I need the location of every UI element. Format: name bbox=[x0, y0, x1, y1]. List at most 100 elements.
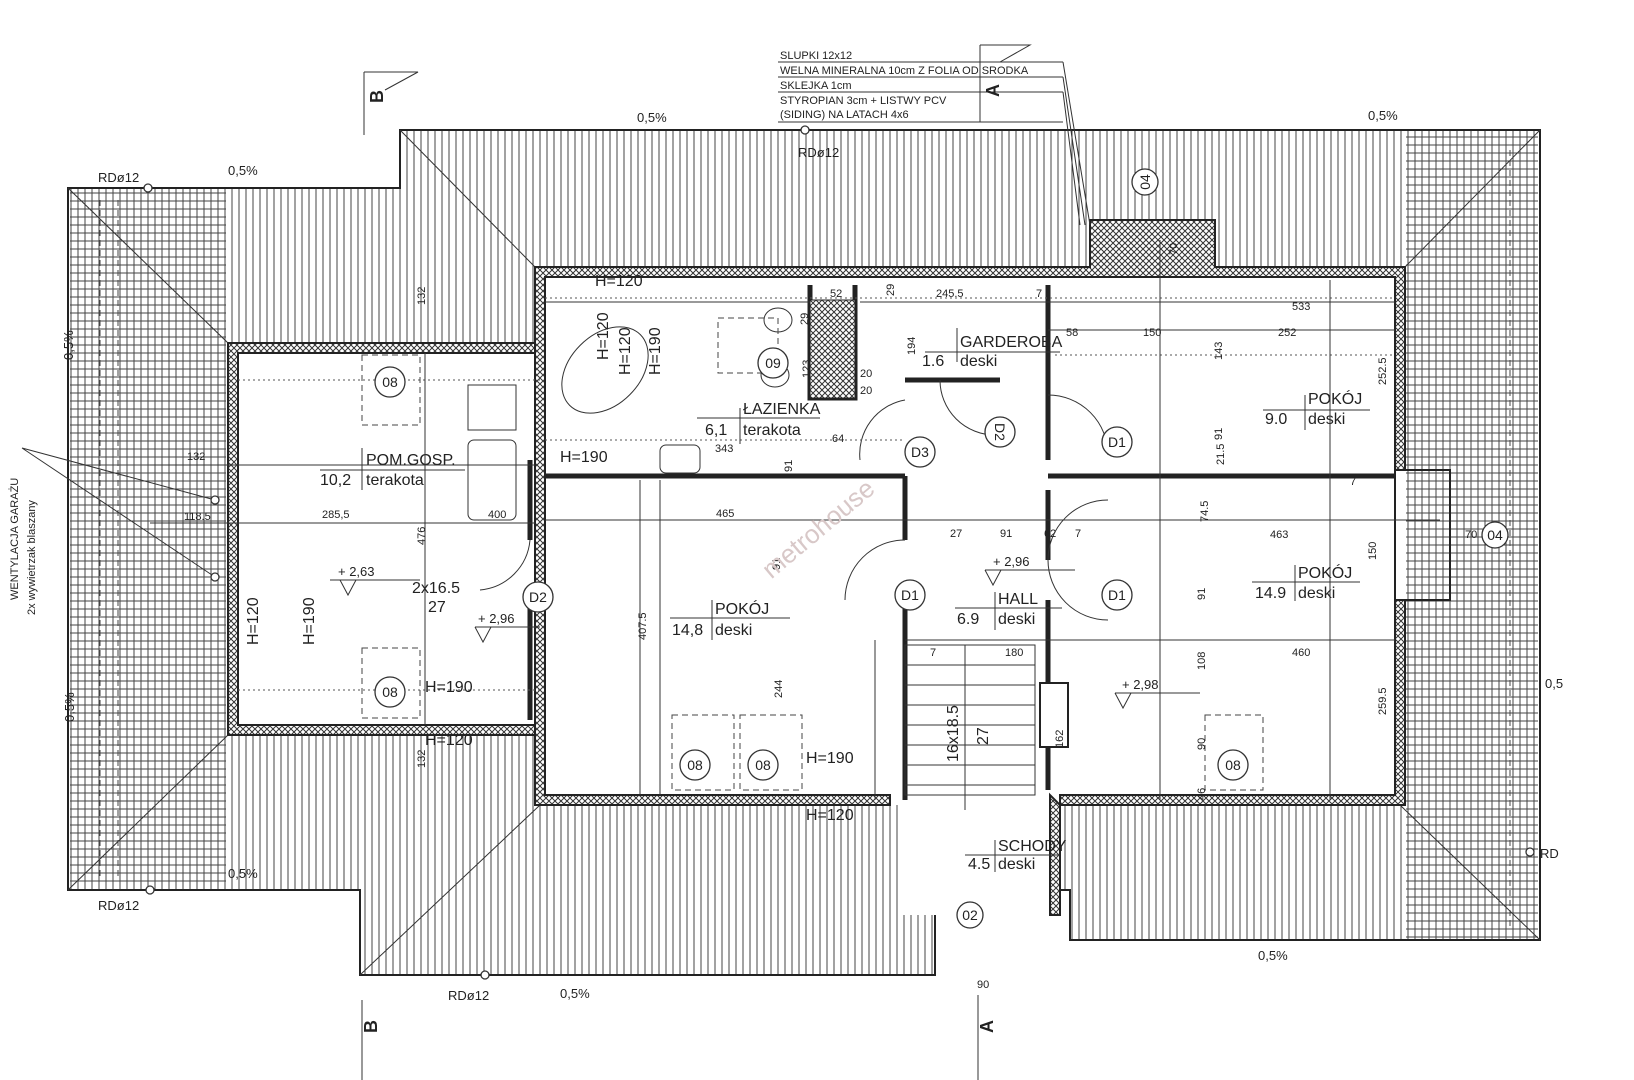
dimension-label: 46 bbox=[1196, 788, 1208, 800]
dimension-label: 463 bbox=[1270, 529, 1288, 541]
slope-label: 0,5% bbox=[228, 163, 258, 178]
dimension-label: 407.5 bbox=[637, 612, 649, 640]
drain-label: RDø12 bbox=[798, 145, 839, 160]
section-a-top: A bbox=[983, 84, 1003, 97]
stair-steps: 2x16.5 bbox=[412, 580, 460, 597]
bathroom-fixtures bbox=[467, 307, 793, 521]
slope-label: 0,5% bbox=[61, 330, 76, 360]
dimension-label: 465 bbox=[716, 508, 734, 520]
legend-line: SLUPKI 12x12 bbox=[780, 50, 852, 62]
dimension-label: 7 bbox=[1075, 528, 1081, 540]
room-name: ŁAZIENKA bbox=[743, 401, 821, 418]
level-label: + 2,63 bbox=[338, 564, 375, 579]
stair-tread: 27 bbox=[975, 727, 992, 745]
skylight-marker-08: 08 bbox=[1225, 757, 1241, 773]
section-a-bottom: A bbox=[977, 1020, 997, 1033]
room-floor: deski bbox=[1298, 585, 1335, 602]
marker-04: 04 bbox=[1137, 174, 1153, 190]
slope-label: 0,5% bbox=[62, 692, 77, 722]
level-marks: + 2,63 + 2,96 + 2,96 + 2,98 bbox=[330, 554, 1200, 710]
dimension-label: 29 bbox=[799, 313, 811, 325]
height-label: H=190 bbox=[806, 750, 854, 767]
level-label: + 2,96 bbox=[993, 554, 1030, 569]
drain-label: RDø12 bbox=[98, 898, 139, 913]
skylight-marker-08: 08 bbox=[687, 757, 703, 773]
dimension-label: 74.5 bbox=[1199, 501, 1211, 522]
room-area: 1.6 bbox=[922, 353, 944, 370]
height-label: H=120 bbox=[425, 732, 473, 749]
legend-line: STYROPIAN 3cm + LISTWY PCV bbox=[780, 95, 947, 107]
dimension-label: 62 bbox=[1044, 528, 1056, 540]
room-area: 4.5 bbox=[968, 856, 990, 873]
markers: 04 04 02 08 08 08 08 08 09 D1 D1 D1 D2 D… bbox=[374, 168, 1509, 929]
dimension-label: 252.5 bbox=[1377, 357, 1389, 385]
door-marker-d1: D1 bbox=[1108, 434, 1126, 450]
stair-steps: 16x18.5 bbox=[945, 705, 962, 762]
room-floor: deski bbox=[715, 622, 752, 639]
dimension-label: 180 bbox=[1005, 647, 1023, 659]
dimension-label: 285,5 bbox=[322, 509, 350, 521]
drain-label: RDø12 bbox=[98, 170, 139, 185]
room-name: SCHODY bbox=[998, 838, 1067, 855]
room-floor: terakota bbox=[743, 422, 801, 439]
slope-label: 0,5% bbox=[1258, 948, 1288, 963]
height-label: H=120 bbox=[617, 327, 634, 375]
room-area: 14.9 bbox=[1255, 585, 1286, 602]
door-marker-d1: D1 bbox=[901, 587, 919, 603]
room-floor: deski bbox=[998, 611, 1035, 628]
legend-line: SKLEJKA 1cm bbox=[780, 80, 852, 92]
dimension-label: 244 bbox=[773, 680, 785, 698]
dimension-label: 150 bbox=[1367, 542, 1379, 560]
level-label: + 2,96 bbox=[478, 611, 515, 626]
chimney-stack bbox=[809, 299, 856, 399]
house-walls bbox=[227, 219, 1451, 916]
door-marker-d2: D2 bbox=[529, 589, 547, 605]
slope-label: 0,5% bbox=[637, 110, 667, 125]
dimension-label: 460 bbox=[1292, 647, 1310, 659]
dimension-label: 194 bbox=[906, 337, 918, 355]
room-area: 6.9 bbox=[957, 611, 979, 628]
dimension-label: 70 bbox=[1168, 243, 1180, 255]
slope-label: 0,5% bbox=[228, 866, 258, 881]
skylights bbox=[361, 317, 1264, 791]
room-floor: deski bbox=[1308, 411, 1345, 428]
dimension-label: 150 bbox=[1143, 327, 1161, 339]
dimension-label: 91 bbox=[771, 558, 783, 570]
dimension-label: 90 bbox=[977, 979, 989, 991]
legend-line: WELNA MINERALNA 10cm Z FOLIA OD SRODKA bbox=[780, 65, 1029, 77]
dimension-label: 91 bbox=[1000, 528, 1012, 540]
ventilation-title: WENTYLACJA GARAŻU bbox=[8, 478, 21, 600]
slope-label: 0,5% bbox=[1368, 108, 1398, 123]
dimension-label: 58 bbox=[1066, 327, 1078, 339]
dimension-label: 20 bbox=[860, 368, 872, 380]
room-name: GARDEROBA bbox=[960, 334, 1063, 351]
door-marker-d3: D3 bbox=[911, 444, 929, 460]
dimension-label: 64 bbox=[832, 433, 844, 445]
room-area: 10,2 bbox=[320, 472, 351, 489]
dimension-label: 29 bbox=[885, 284, 897, 296]
slope-label: 0,5 bbox=[1545, 676, 1563, 691]
level-label: + 2,98 bbox=[1122, 677, 1159, 692]
height-label: H=190 bbox=[647, 327, 664, 375]
dimension-label: 91 bbox=[1213, 428, 1225, 440]
legend-line: (SIDING) NA LATACH 4x6 bbox=[780, 109, 909, 121]
material-legend: SLUPKI 12x12 WELNA MINERALNA 10cm Z FOLI… bbox=[778, 50, 1091, 226]
dimension-label: 162 bbox=[1054, 730, 1066, 748]
dimension-label: 343 bbox=[715, 443, 733, 455]
dimension-label: 245.5 bbox=[936, 288, 964, 300]
ventilation-note-text: 2x wywietrzak blaszany bbox=[26, 500, 38, 615]
marker-09: 09 bbox=[765, 355, 781, 371]
skylight-marker-08: 08 bbox=[755, 757, 771, 773]
dimension-label: 132 bbox=[416, 750, 428, 768]
dimension-label: 143 bbox=[1213, 342, 1225, 360]
section-markers: B A B A bbox=[361, 44, 1032, 1080]
room-area: 9.0 bbox=[1265, 411, 1287, 428]
